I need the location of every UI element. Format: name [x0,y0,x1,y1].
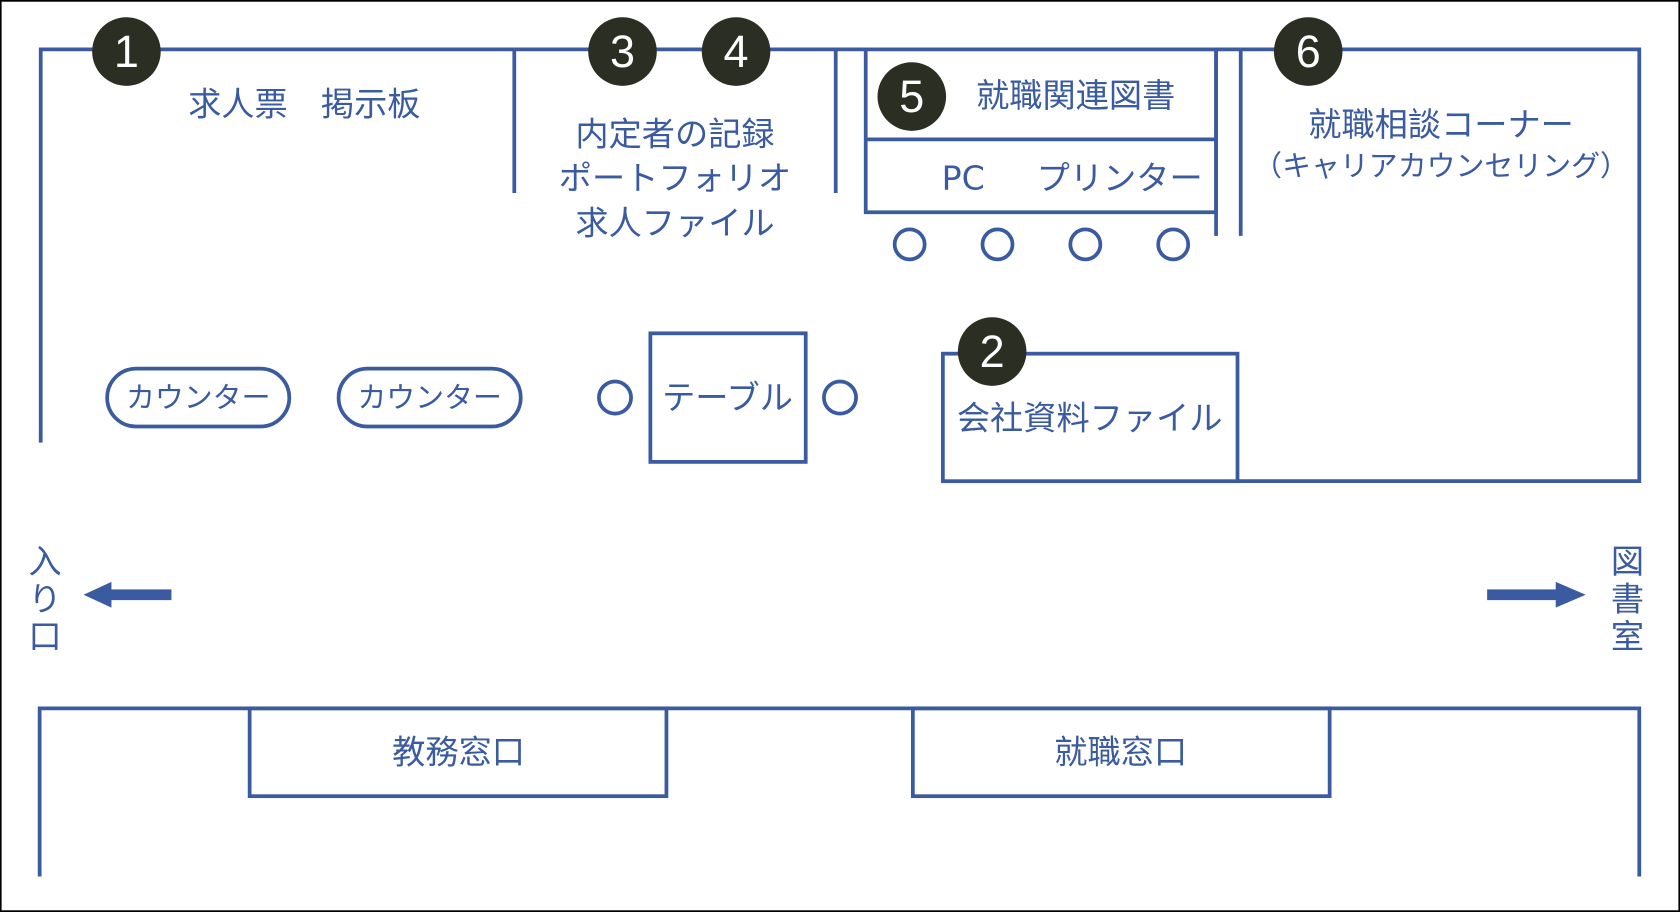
entrance-label: 入 [28,542,61,581]
seat [1156,227,1191,262]
table-label: テーブル [662,378,793,417]
seat [892,227,927,262]
books-label: 就職関連図書 [976,76,1175,115]
table-seat [822,379,858,416]
svg-text:3: 3 [610,26,635,77]
counter-label-1: カウンター [126,381,271,415]
company-files-label: 会社資料ファイル [957,398,1223,437]
job-board-label: 求人票 掲示板 [188,85,420,124]
job-window-label: 就職窓口 [1054,733,1187,772]
records-label-3: 求人ファイル [575,203,774,242]
consult-label-2: （キャリアカウンセリング） [1253,149,1629,183]
counter-2 [336,366,523,429]
svg-text:1: 1 [114,26,139,77]
academic-window-label: 教務窓口 [392,733,525,772]
seat [980,227,1015,262]
job-window [910,706,1332,799]
library-arrow-icon [1487,581,1586,608]
table-seat [597,379,633,416]
entrance-label: 口 [28,617,61,656]
academic-window [247,706,669,799]
marker-1: 1 [92,17,161,86]
svg-text:4: 4 [724,26,749,77]
marker-3: 3 [588,17,657,86]
svg-text:6: 6 [1296,26,1321,77]
counter-1 [105,366,292,429]
table [648,331,808,464]
counter-label-2: カウンター [357,381,502,415]
company-files-shelf [940,351,1240,484]
marker-2: 2 [957,317,1027,386]
consult-label-1: 就職相談コーナー [1308,105,1574,144]
pc-seats [892,227,1191,262]
library-label: 書 [1611,580,1644,619]
printer-label: プリンター [1037,158,1203,197]
svg-text:2: 2 [980,326,1005,377]
entrance-arrow-icon [83,581,172,608]
marker-4: 4 [701,17,771,86]
entrance-label: り [28,580,61,619]
books-shelf [863,47,1218,215]
pc-label: PC [942,158,985,197]
seat [1068,227,1103,262]
marker-6: 6 [1273,17,1343,86]
library-label: 図 [1611,542,1644,581]
marker-5: 5 [877,62,947,131]
records-label-1: 内定者の記録 [575,115,774,154]
records-label-2: ポートフォリオ [559,158,791,197]
library-label: 室 [1611,617,1644,656]
svg-text:5: 5 [899,71,924,122]
